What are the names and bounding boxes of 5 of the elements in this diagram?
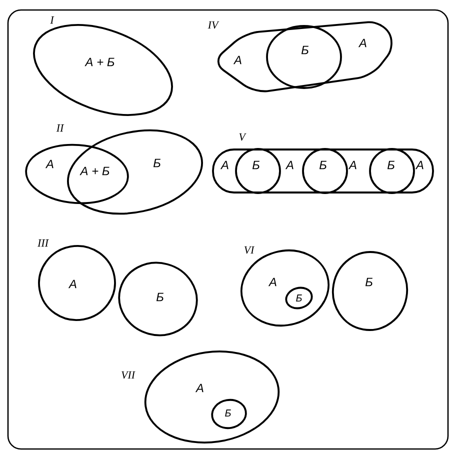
panel-numeral: II [56,124,64,132]
panel-numeral: III [37,239,49,247]
panel-numeral: IV [208,21,220,29]
panel-numeral: VII [122,371,136,379]
region-label: А + Б [80,166,110,176]
